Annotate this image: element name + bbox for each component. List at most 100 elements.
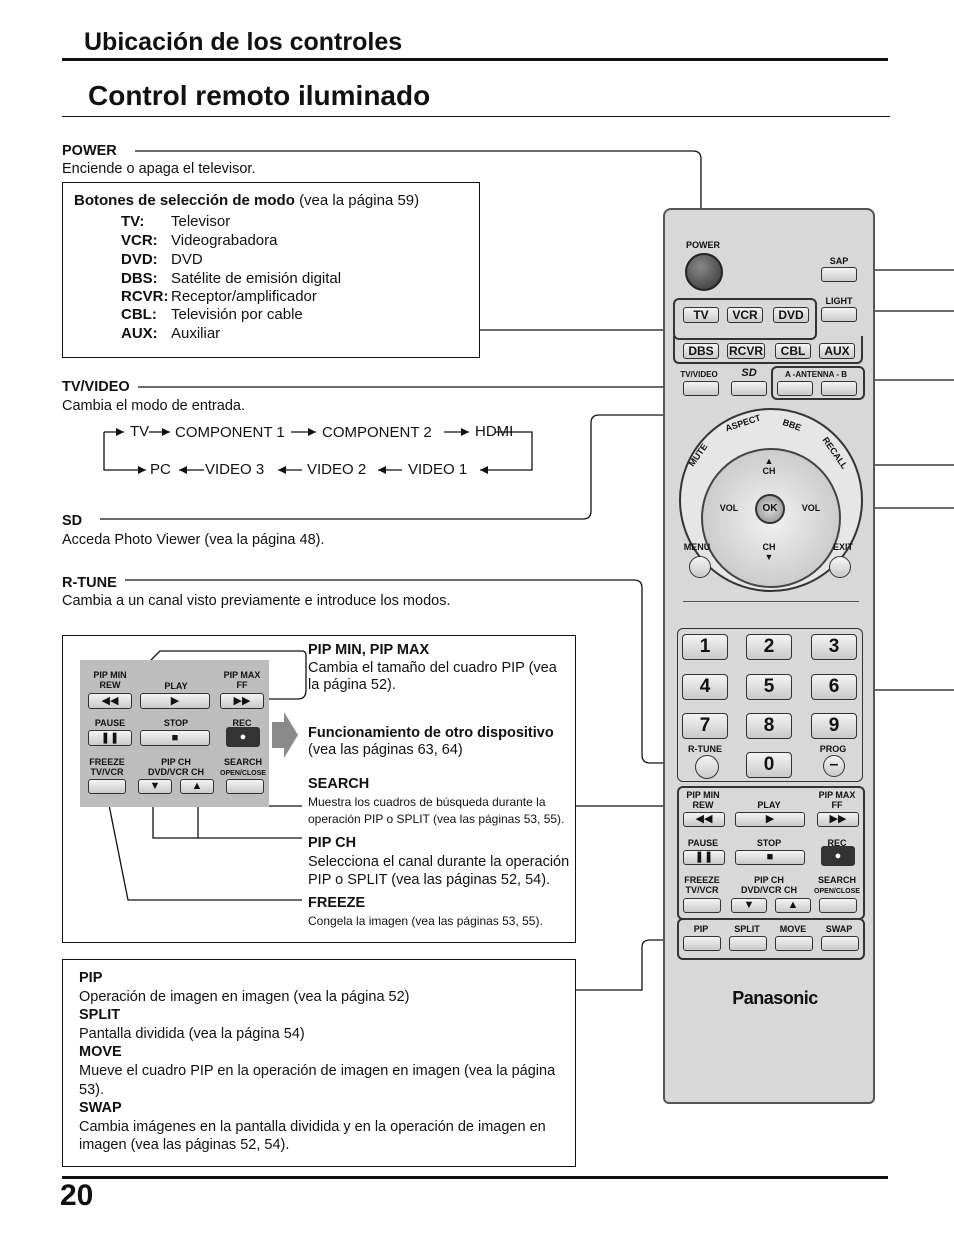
mode-cbl-button[interactable]: CBL bbox=[775, 343, 811, 359]
tvvideo-desc: Cambia el modo de entrada. bbox=[62, 398, 245, 414]
flow-video3: VIDEO 3 bbox=[205, 461, 265, 478]
mode-list: TV:Televisor VCR:Videograbadora DVD:DVD … bbox=[63, 213, 479, 344]
rec-button[interactable]: ● bbox=[821, 846, 855, 866]
mode-group-lower bbox=[673, 336, 863, 364]
panasonic-logo: Panasonic bbox=[732, 988, 818, 1008]
sd-logo-icon: SD bbox=[741, 367, 757, 379]
mini-play-label: PLAY bbox=[164, 681, 188, 691]
ch-up-label: CH bbox=[762, 466, 776, 476]
page-title: Control remoto iluminado bbox=[88, 80, 431, 111]
mini-pipch-down-button[interactable]: ▼ bbox=[138, 779, 172, 794]
freeze-button[interactable] bbox=[683, 898, 721, 913]
sd-button[interactable] bbox=[731, 381, 767, 396]
pip-controls-box bbox=[62, 635, 576, 943]
tvvideo-label: TV/VIDEO bbox=[62, 379, 130, 395]
digit-3-button[interactable]: 3 bbox=[811, 634, 857, 660]
mini-freeze-button[interactable] bbox=[88, 779, 126, 794]
title-rule bbox=[62, 116, 890, 117]
search-desc: Muestra los cuadros de búsqueda durante … bbox=[308, 795, 565, 826]
rew-button[interactable]: ◀◀ bbox=[683, 812, 725, 827]
mini-pipch-up-button[interactable]: ▲ bbox=[180, 779, 214, 794]
digit-5-button[interactable]: 5 bbox=[746, 674, 792, 700]
pip-label: PIP bbox=[79, 970, 103, 986]
power-desc: Enciende o apaga el televisor. bbox=[62, 161, 256, 177]
exit-button[interactable] bbox=[829, 556, 851, 578]
mini-search-button[interactable] bbox=[226, 779, 264, 794]
pip-button-label: PIP bbox=[693, 924, 709, 934]
mode-dbs-button[interactable]: DBS bbox=[683, 343, 719, 359]
divider bbox=[683, 601, 859, 602]
split-button[interactable] bbox=[729, 936, 767, 951]
mini-pause-button[interactable]: ❚❚ bbox=[88, 730, 132, 746]
search-button[interactable] bbox=[819, 898, 857, 913]
search-label: SEARCH bbox=[308, 776, 370, 792]
mode-item: VCR:Videograbadora bbox=[121, 232, 278, 249]
mode-tv-button[interactable]: TV bbox=[683, 307, 719, 323]
pipch-down-button[interactable]: ▼ bbox=[731, 898, 767, 913]
swap-button-label: SWAP bbox=[825, 924, 853, 934]
digit-4-button[interactable]: 4 bbox=[682, 674, 728, 700]
play-label: PLAY bbox=[757, 800, 781, 810]
mini-stop-button[interactable]: ■ bbox=[140, 730, 210, 746]
stop-label: STOP bbox=[756, 838, 782, 848]
move-button[interactable] bbox=[775, 936, 813, 951]
split-button-label: SPLIT bbox=[734, 924, 760, 934]
mini-ff-button[interactable]: ▶▶ bbox=[220, 693, 264, 709]
mode-selection-box: Botones de selección de modo (vea la pág… bbox=[62, 182, 480, 358]
digit-9-button[interactable]: 9 bbox=[811, 713, 857, 739]
ok-button[interactable]: OK bbox=[755, 494, 785, 524]
light-button[interactable] bbox=[821, 307, 857, 322]
pip-button[interactable] bbox=[683, 936, 721, 951]
swap-desc: Cambia imágenes en la pantalla dividida … bbox=[79, 1118, 546, 1154]
antenna-group bbox=[771, 366, 865, 400]
digit-7-button[interactable]: 7 bbox=[682, 713, 728, 739]
mode-rcvr-button[interactable]: RCVR bbox=[727, 343, 765, 359]
pause-button[interactable]: ❚❚ bbox=[683, 850, 725, 865]
swap-label: SWAP bbox=[79, 1100, 122, 1117]
numeric-group bbox=[677, 628, 863, 782]
mini-rew-button[interactable]: ◀◀ bbox=[88, 693, 132, 709]
flow-component1: COMPONENT 1 bbox=[175, 424, 285, 441]
play-button[interactable]: ▶ bbox=[735, 812, 805, 827]
mini-play-button[interactable]: ▶ bbox=[140, 693, 210, 709]
mode-aux-button[interactable]: AUX bbox=[819, 343, 855, 359]
digit-8-button[interactable]: 8 bbox=[746, 713, 792, 739]
flow-tv: TV bbox=[130, 423, 150, 440]
remote-control: POWER SAP LIGHT TV VCR DVD DBS RCVR CBL … bbox=[663, 208, 875, 1104]
mini-pause-label: PAUSE bbox=[94, 718, 126, 728]
pip-functions-box: PIP Operación de imagen en imagen (vea l… bbox=[62, 959, 576, 1167]
mini-rec-label: REC bbox=[232, 718, 252, 728]
pipch-up-button[interactable]: ▲ bbox=[775, 898, 811, 913]
sap-button[interactable] bbox=[821, 267, 857, 282]
stop-button[interactable]: ■ bbox=[735, 850, 805, 865]
rtune-button[interactable] bbox=[695, 755, 719, 779]
swap-button[interactable] bbox=[821, 936, 859, 951]
ff-button[interactable]: ▶▶ bbox=[817, 812, 859, 827]
freeze-desc: Congela la imagen (vea las páginas 53, 5… bbox=[308, 914, 543, 928]
power-button[interactable] bbox=[685, 253, 723, 291]
antenna-b-button[interactable] bbox=[821, 381, 857, 396]
mode-vcr-button[interactable]: VCR bbox=[727, 307, 763, 323]
menu-button[interactable] bbox=[689, 556, 711, 578]
mode-item: CBL:Televisión por cable bbox=[121, 306, 303, 323]
antenna-a-button[interactable] bbox=[777, 381, 813, 396]
tvvideo-button-label: TV/VIDEO bbox=[680, 370, 718, 379]
digit-6-button[interactable]: 6 bbox=[811, 674, 857, 700]
digit-2-button[interactable]: 2 bbox=[746, 634, 792, 660]
digit-0-button[interactable]: 0 bbox=[746, 752, 792, 778]
prog-button[interactable]: – bbox=[823, 755, 845, 777]
arrow-icon bbox=[272, 712, 298, 758]
tvvideo-button[interactable] bbox=[683, 381, 719, 396]
other-device-desc: (vea las páginas 63, 64) bbox=[308, 742, 463, 758]
rtune-button-label: R-TUNE bbox=[688, 744, 722, 754]
mini-rec-button[interactable]: ● bbox=[226, 727, 260, 747]
digit-1-button[interactable]: 1 bbox=[682, 634, 728, 660]
mode-dvd-button[interactable]: DVD bbox=[773, 307, 809, 323]
